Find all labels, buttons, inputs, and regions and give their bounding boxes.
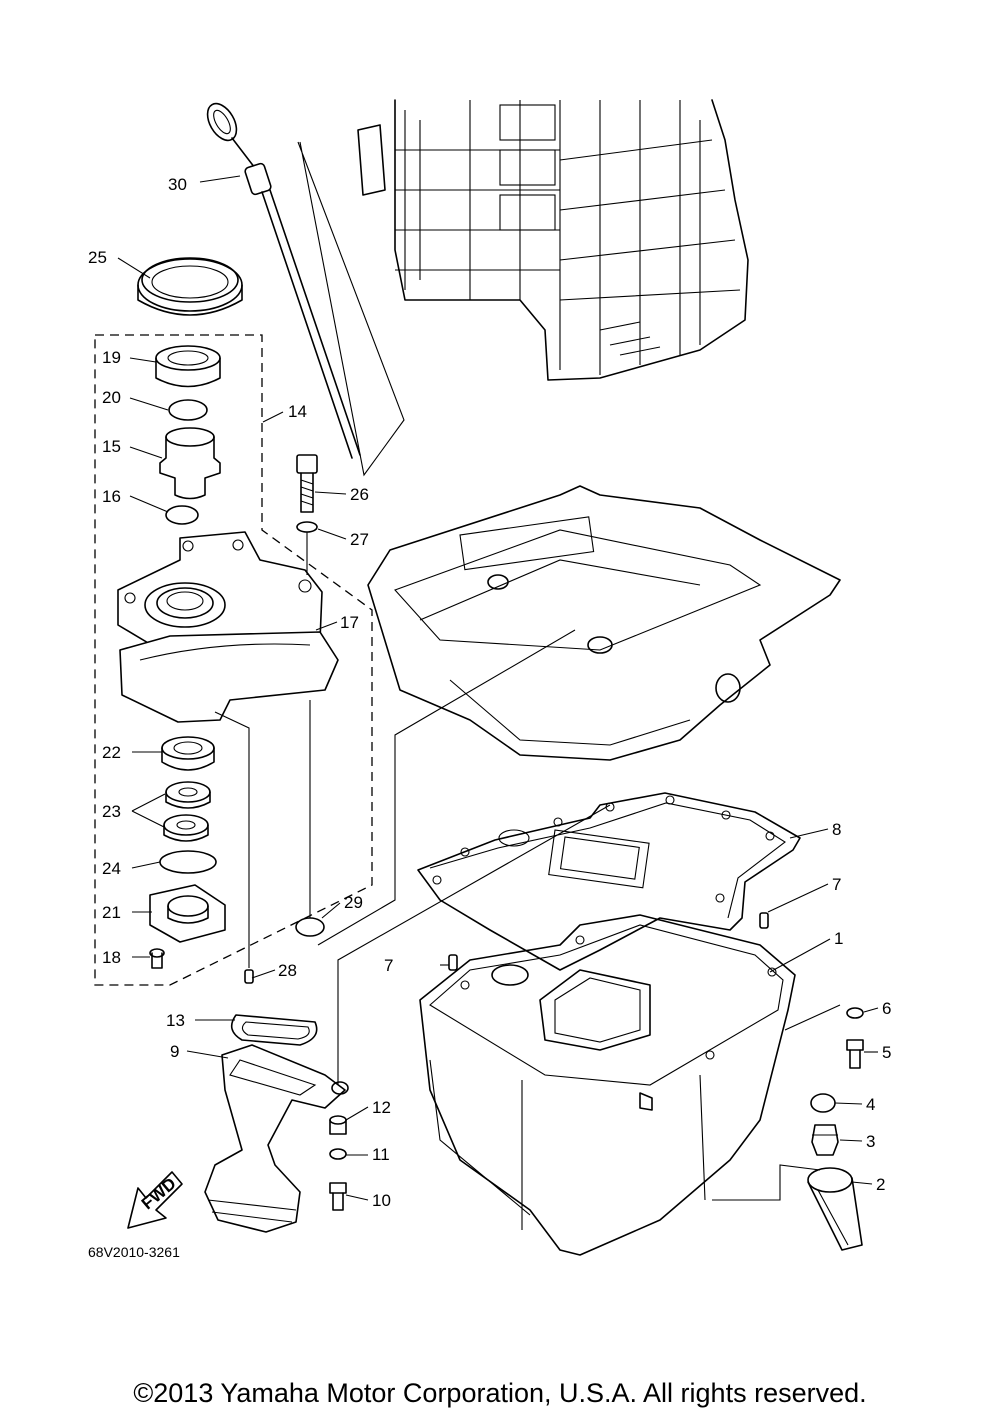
cover-21 xyxy=(149,884,226,943)
o-ring-24 xyxy=(159,850,217,874)
callout-label: 9 xyxy=(170,1042,179,1061)
callout-label: 6 xyxy=(882,999,891,1018)
callout-label: 20 xyxy=(102,388,121,407)
callout-label: 5 xyxy=(882,1043,891,1062)
dowel-7-left xyxy=(448,954,458,971)
oil-pump-housing xyxy=(117,531,339,723)
bolt-5 xyxy=(846,1039,864,1069)
callout-label: 8 xyxy=(832,820,841,839)
dowel-28 xyxy=(244,969,254,984)
o-ring-16 xyxy=(165,505,199,525)
sleeve-15 xyxy=(159,427,221,500)
callout-label: 25 xyxy=(88,248,107,267)
assembly-box-14 xyxy=(94,334,373,986)
callout-label: 23 xyxy=(102,802,121,821)
callout-label: 2 xyxy=(876,1175,885,1194)
copyright-notice: ©2013 Yamaha Motor Corporation, U.S.A. A… xyxy=(133,1378,867,1408)
oil-seal-25 xyxy=(137,257,243,316)
diagram-code: 68V2010-3261 xyxy=(88,1244,180,1260)
callout-label: 11 xyxy=(372,1145,390,1164)
bolt-26 xyxy=(296,454,318,513)
callout-label: 26 xyxy=(350,485,369,504)
callout-label: 7 xyxy=(384,956,393,975)
callout-label: 28 xyxy=(278,961,297,980)
strainer-2 xyxy=(807,1167,863,1251)
callout-label: 10 xyxy=(372,1191,391,1210)
exhaust-guide xyxy=(367,485,841,761)
callout-label: 29 xyxy=(344,893,363,912)
callout-label: 15 xyxy=(102,437,121,456)
callout-label: 14 xyxy=(288,402,307,421)
callout-label: 21 xyxy=(102,903,121,922)
callout-label: 24 xyxy=(102,859,121,878)
callout-label: 7 xyxy=(832,875,841,894)
callout-label: 30 xyxy=(168,175,187,194)
oil-strainer-9 xyxy=(204,1044,349,1233)
callout-label: 22 xyxy=(102,743,121,762)
washer-27 xyxy=(296,521,318,533)
oil-seal-22 xyxy=(161,736,215,771)
gasket-8 xyxy=(417,792,801,971)
oil-seals-23 xyxy=(163,781,211,842)
gasket-4 xyxy=(810,1093,836,1113)
callout-label: 18 xyxy=(102,948,121,967)
engine-block-outline xyxy=(357,99,749,381)
drain-plug-3 xyxy=(811,1124,839,1156)
dowel-7-right xyxy=(759,912,769,929)
oil-pan xyxy=(419,914,796,1256)
o-ring-20 xyxy=(168,399,208,421)
dipstick xyxy=(206,102,405,477)
oil-seal-19 xyxy=(155,345,221,388)
o-ring-29 xyxy=(295,917,325,937)
callout-label: 17 xyxy=(340,613,359,632)
callout-label: 27 xyxy=(350,530,369,549)
callout-label: 13 xyxy=(166,1011,185,1030)
callout-label: 1 xyxy=(834,929,843,948)
collar-12 xyxy=(329,1115,347,1135)
seal-13 xyxy=(230,1014,318,1046)
leader-lines xyxy=(117,175,879,1201)
bolt-10 xyxy=(329,1182,347,1211)
callout-label: 16 xyxy=(102,487,121,506)
fwd-arrow-icon: FWD xyxy=(127,1171,183,1229)
callout-label: 4 xyxy=(866,1095,875,1114)
callout-label: 19 xyxy=(102,348,121,367)
callout-labels: 30 25 19 20 14 15 16 26 27 17 22 23 24 2… xyxy=(88,175,891,1210)
washer-11 xyxy=(329,1148,347,1160)
screw-18 xyxy=(149,948,165,969)
callout-label: 12 xyxy=(372,1098,391,1117)
callout-label: 3 xyxy=(866,1132,875,1151)
washer-6 xyxy=(846,1007,864,1019)
